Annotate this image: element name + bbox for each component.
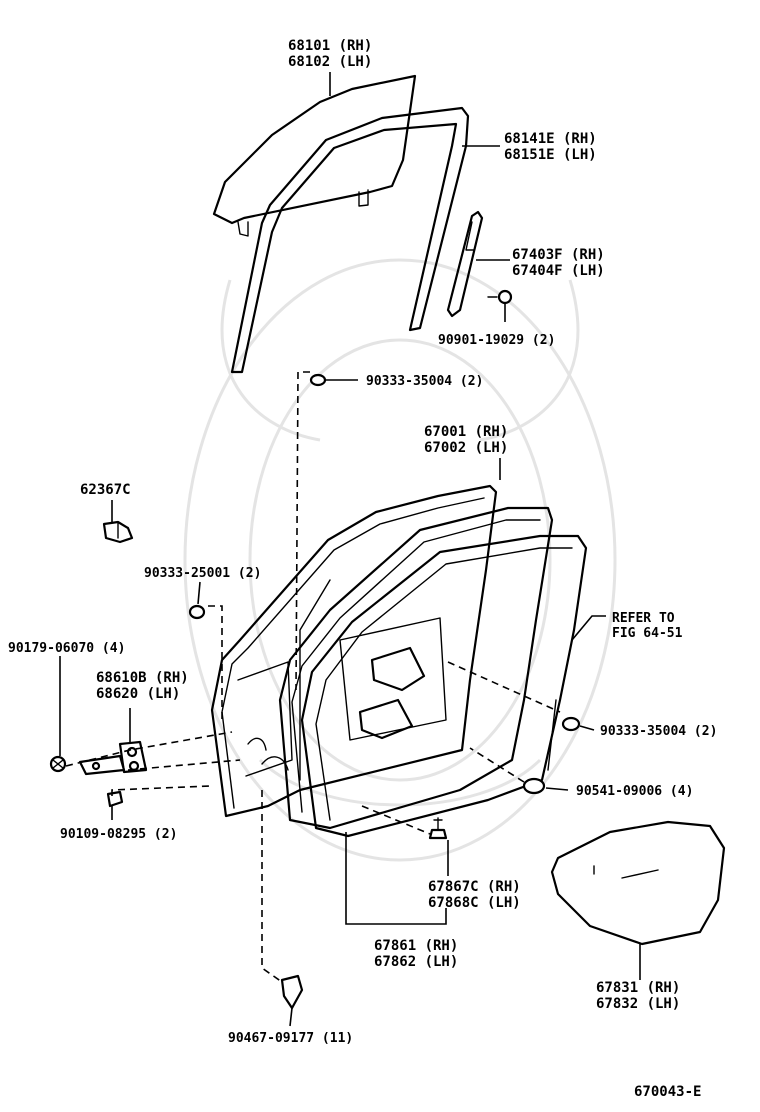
label-service-cover-lh: 67832 (LH) bbox=[596, 996, 680, 1012]
label-refer-to: REFER TO bbox=[612, 611, 675, 626]
door-glass bbox=[212, 74, 417, 237]
label-hole-plug-left: 90333-25001 (2) bbox=[144, 566, 261, 581]
leader-lines bbox=[59, 72, 641, 1027]
label-weatherstrip-rh: 67861 (RH) bbox=[374, 938, 458, 954]
label-right-hole-plug: 90333-35004 (2) bbox=[600, 724, 717, 739]
rear-lower-sash bbox=[446, 210, 513, 318]
dashed-leaders bbox=[65, 371, 561, 983]
label-hinge-rh: 68610B (RH) bbox=[96, 670, 189, 686]
hole-plug-left bbox=[188, 604, 206, 620]
hinge-screw bbox=[106, 790, 124, 808]
hole-plug-right bbox=[561, 716, 581, 732]
label-hinge-bolt: 90179-06070 (4) bbox=[8, 641, 125, 656]
label-sash-lh: 67404F (LH) bbox=[512, 263, 605, 279]
label-refer-fig: FIG 64-51 bbox=[612, 626, 683, 641]
label-run-channel-rh: 68141E (RH) bbox=[504, 131, 597, 147]
label-upper-hole-plug: 90333-35004 (2) bbox=[366, 374, 483, 389]
label-run-channel-lh: 68151E (LH) bbox=[504, 147, 597, 163]
hinge-bolt bbox=[49, 755, 67, 773]
weatherstrip-clip bbox=[428, 817, 448, 840]
label-glass-lh: 68102 (LH) bbox=[288, 54, 372, 70]
grommet-clip bbox=[280, 974, 304, 1010]
label-sash-rh: 67403F (RH) bbox=[512, 247, 605, 263]
label-door-panel-rh: 67001 (RH) bbox=[424, 424, 508, 440]
watermark-emblem bbox=[183, 258, 617, 862]
part-labels: 68101 (RH) 68102 (LH) 68141E (RH) 68151E… bbox=[8, 38, 717, 1100]
label-clip-lh: 67868C (LH) bbox=[428, 895, 521, 911]
label-weatherstrip-lh: 67862 (LH) bbox=[374, 954, 458, 970]
label-switch: 62367C bbox=[80, 482, 131, 498]
label-hinge-screw: 90109-08295 (2) bbox=[60, 827, 177, 842]
label-clip-rh: 67867C (RH) bbox=[428, 879, 521, 895]
hole-plug-upper bbox=[309, 373, 327, 387]
glass-run-channel bbox=[230, 106, 470, 374]
courtesy-switch bbox=[102, 520, 134, 544]
service-hole-cover bbox=[550, 820, 726, 946]
door-hinge bbox=[78, 740, 148, 776]
label-door-panel-lh: 67002 (LH) bbox=[424, 440, 508, 456]
label-grommet-clip: 90467-09177 (11) bbox=[228, 1031, 353, 1046]
lower-hole-plug bbox=[522, 777, 546, 795]
label-lower-plug: 90541-09006 (4) bbox=[576, 784, 693, 799]
label-hinge-lh: 68620 (LH) bbox=[96, 686, 180, 702]
label-sash-bolt: 90901-19029 (2) bbox=[438, 333, 555, 348]
diagram-code: 670043-E bbox=[634, 1084, 701, 1100]
label-glass-rh: 68101 (RH) bbox=[288, 38, 372, 54]
door-panel bbox=[210, 484, 498, 818]
label-service-cover-rh: 67831 (RH) bbox=[596, 980, 680, 996]
